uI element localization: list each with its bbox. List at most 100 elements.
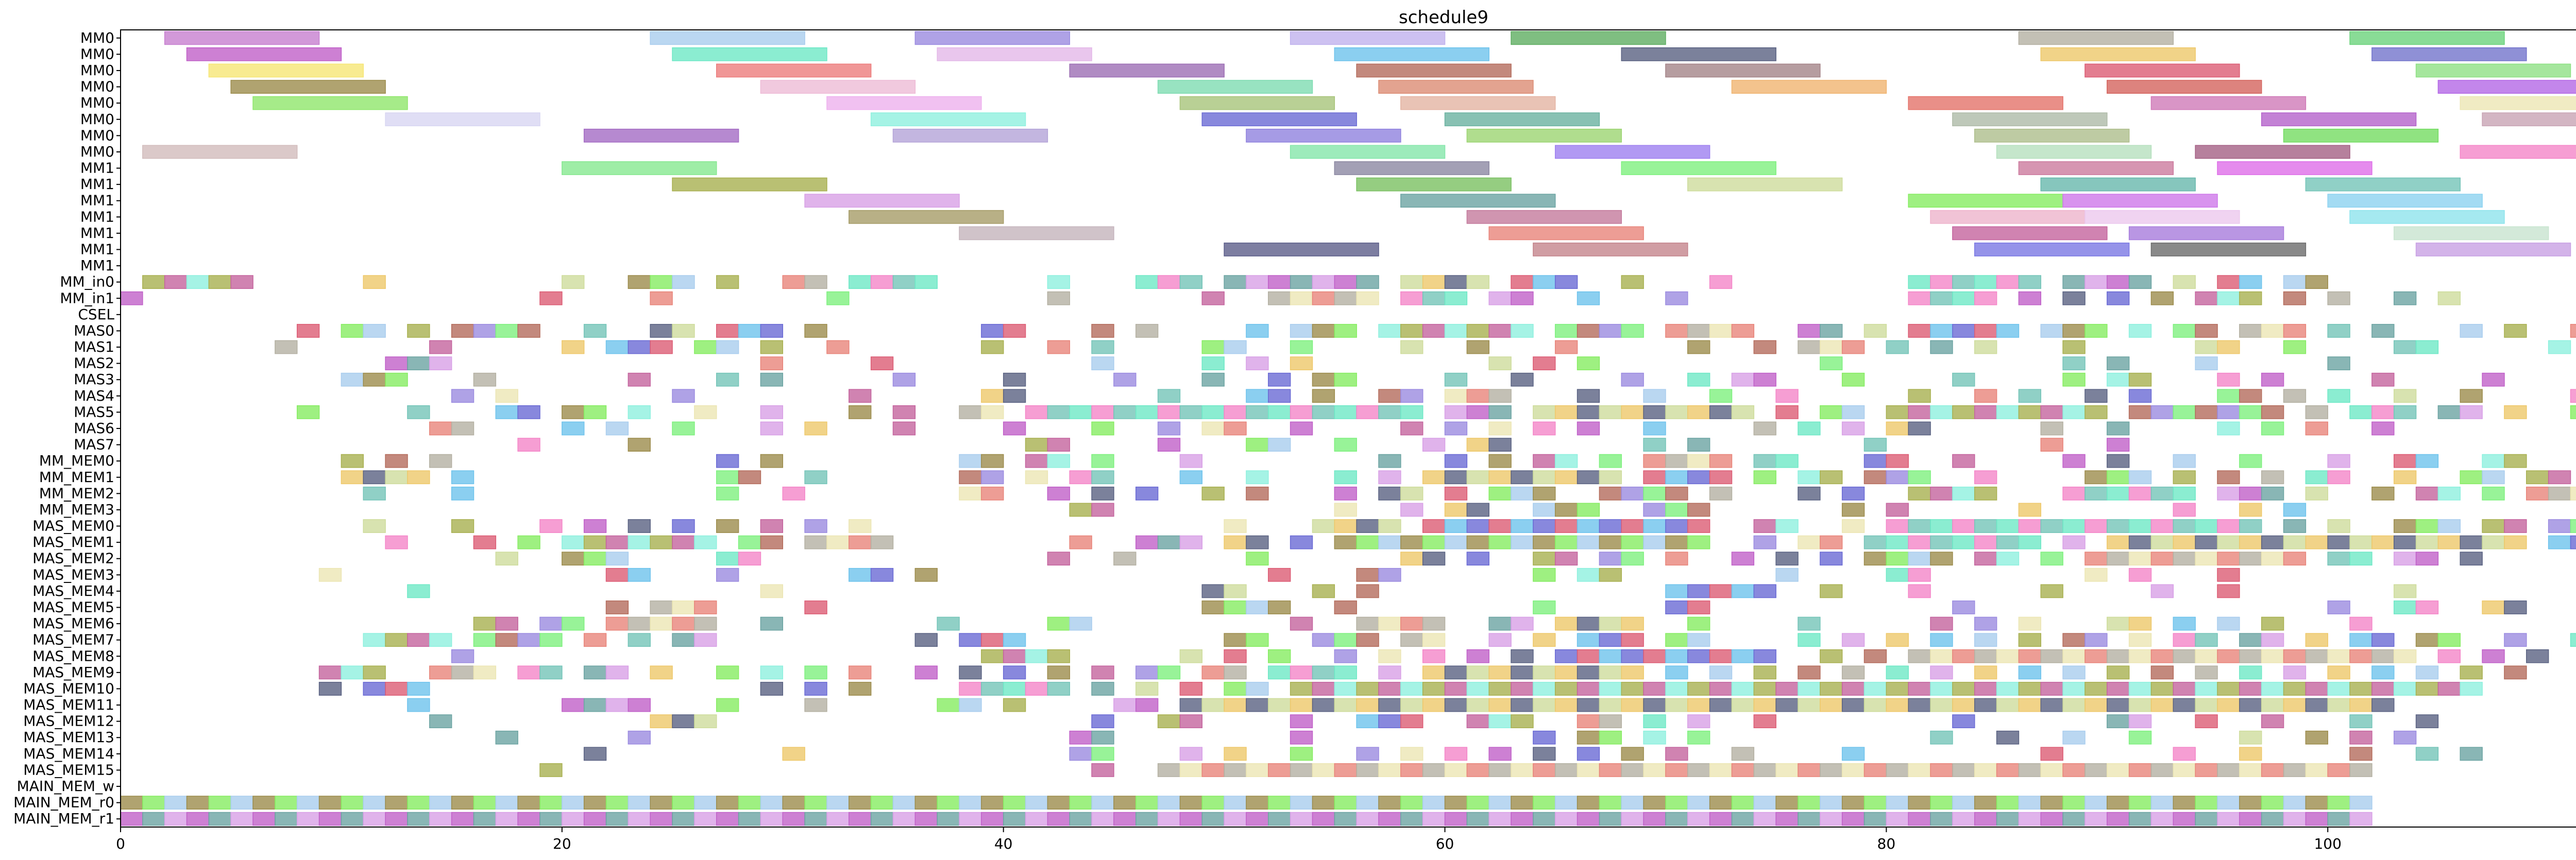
y-tick-label: CSEL <box>78 306 114 323</box>
task-cell <box>2217 405 2240 419</box>
task-cell <box>1554 519 1578 533</box>
task-cell <box>1665 665 1688 680</box>
task-cell <box>407 698 430 712</box>
task-cell <box>1356 291 1379 305</box>
task-cell <box>1820 470 1843 485</box>
task-cell <box>1974 405 1997 419</box>
task-cell <box>2283 275 2307 289</box>
task-bar <box>650 31 805 45</box>
task-cell <box>1157 796 1181 810</box>
task-cell <box>1577 714 1600 729</box>
task-cell <box>2283 519 2307 533</box>
task-cell <box>1775 405 1799 419</box>
task-cell <box>208 275 231 289</box>
task-cell <box>1511 519 1534 533</box>
task-cell <box>628 438 651 452</box>
task-cell <box>892 372 916 387</box>
task-cell <box>363 372 386 387</box>
y-tick-label: MAS_MEM7 <box>32 631 114 648</box>
task-cell <box>2570 486 2576 501</box>
task-cell <box>1400 763 1423 777</box>
task-cell <box>1378 405 1401 419</box>
task-cell <box>2283 682 2307 696</box>
task-cell <box>2062 730 2086 745</box>
task-cell <box>2128 682 2152 696</box>
task-cell <box>849 389 872 403</box>
task-bar <box>1554 145 1710 159</box>
task-cell <box>385 356 408 371</box>
task-cell <box>2349 552 2372 566</box>
task-cell <box>164 812 188 826</box>
task-cell <box>981 405 1004 419</box>
task-cell <box>1201 600 1225 614</box>
task-bar <box>870 112 1026 127</box>
task-cell <box>1621 682 1644 696</box>
task-cell <box>1069 747 1092 761</box>
task-cell <box>407 633 430 647</box>
task-cell <box>1466 340 1489 354</box>
task-cell <box>2305 486 2328 501</box>
task-cell <box>2173 552 2196 566</box>
task-cell <box>959 812 982 826</box>
task-cell <box>363 812 386 826</box>
task-cell <box>473 324 497 338</box>
task-cell <box>230 812 253 826</box>
task-cell <box>2217 372 2240 387</box>
task-cell <box>2018 665 2042 680</box>
task-cell <box>804 324 827 338</box>
task-cell <box>562 405 585 419</box>
task-cell <box>1025 812 1048 826</box>
task-cell <box>2327 454 2350 468</box>
task-cell <box>2173 796 2196 810</box>
task-bar <box>1356 63 1512 78</box>
task-cell <box>2062 763 2086 777</box>
task-cell <box>1179 682 1203 696</box>
task-cell <box>2084 698 2108 712</box>
task-cell <box>363 796 386 810</box>
task-cell <box>1863 470 1887 485</box>
task-cell <box>1665 519 1688 533</box>
task-cell <box>1820 812 1843 826</box>
task-cell <box>1974 389 1997 403</box>
task-cell <box>1047 552 1070 566</box>
task-cell <box>1378 470 1401 485</box>
task-cell <box>1290 275 1313 289</box>
task-cell <box>1511 372 1534 387</box>
task-cell <box>826 535 850 549</box>
task-cell <box>1709 405 1733 419</box>
task-cell <box>1334 665 1357 680</box>
task-cell <box>672 796 695 810</box>
task-cell <box>1753 796 1776 810</box>
task-cell <box>1952 486 1975 501</box>
task-cell <box>1554 763 1578 777</box>
task-cell <box>1334 519 1357 533</box>
task-cell <box>1974 552 1997 566</box>
y-tick-label: MAS_MEM4 <box>32 582 114 599</box>
task-bar <box>208 63 364 78</box>
task-cell <box>2150 796 2174 810</box>
task-cell <box>2460 535 2483 549</box>
task-cell <box>583 324 607 338</box>
task-bar <box>1974 128 2130 143</box>
task-cell <box>1047 649 1070 663</box>
task-cell <box>1091 747 1114 761</box>
task-cell <box>672 633 695 647</box>
task-cell <box>2239 503 2262 517</box>
task-cell <box>2570 535 2576 549</box>
task-cell <box>2415 633 2439 647</box>
task-cell <box>1841 812 1865 826</box>
task-cell <box>1930 535 1953 549</box>
task-cell <box>1466 682 1489 696</box>
task-cell <box>694 616 717 631</box>
task-cell <box>2173 682 2196 696</box>
task-cell <box>1930 649 1953 663</box>
task-cell <box>2217 616 2240 631</box>
task-cell <box>318 796 342 810</box>
task-cell <box>407 324 430 338</box>
task-cell <box>539 763 563 777</box>
task-cell <box>1577 698 1600 712</box>
task-cell <box>1952 291 1975 305</box>
task-cell <box>2526 486 2549 501</box>
task-cell <box>2415 535 2439 549</box>
task-cell <box>1886 665 1909 680</box>
